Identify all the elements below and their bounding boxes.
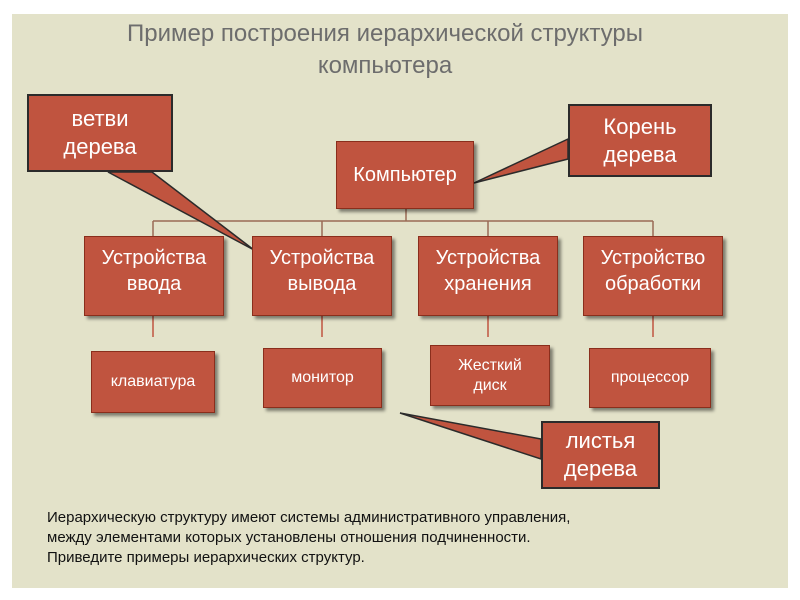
branch-node-input-line2: ввода	[126, 273, 182, 295]
leaf-node-hard-disk: Жесткий диск	[430, 345, 550, 406]
branch-node-output-line2: вывода	[287, 273, 357, 295]
callout-branches-pointer	[107, 171, 255, 251]
title-line-1: Пример построения иерархической структур…	[127, 20, 643, 47]
caption-line-3: Приведите примеры иерархических структур…	[47, 549, 365, 566]
caption-line-2: между элементами которых установлены отн…	[47, 529, 531, 546]
caption-line-1: Иерархическую структуру имеют системы ад…	[47, 509, 571, 526]
leaf-node-processor-label: процессор	[610, 369, 690, 386]
callout-leaves-pointer	[399, 412, 542, 461]
leaf-node-keyboard-label: клавиатура	[110, 373, 196, 390]
branch-node-processing-line1: Устройство	[600, 247, 706, 269]
slide-title: Пример построения иерархической структур…	[60, 18, 710, 82]
branch-node-storage-line2: хранения	[444, 273, 532, 295]
leaf-node-keyboard: клавиатура	[91, 351, 215, 413]
branch-node-output: Устройства вывода	[252, 236, 392, 316]
leaf-node-monitor-label: монитор	[291, 369, 354, 386]
root-node: Компьютер	[336, 141, 474, 209]
slide-caption: Иерархическую структуру имеют системы ад…	[47, 508, 767, 568]
title-line-2: компьютера	[317, 52, 453, 79]
branch-node-storage: Устройства хранения	[418, 236, 558, 316]
branch-node-input-line1: Устройства	[101, 247, 207, 269]
callout-branches: ветви дерева	[27, 94, 173, 172]
branch-node-processing: Устройство обработки	[583, 236, 723, 316]
leaf-node-processor: процессор	[589, 348, 711, 408]
branch-node-input: Устройства ввода	[84, 236, 224, 316]
leaf-node-monitor: монитор	[263, 348, 382, 408]
root-node-label: Компьютер	[353, 163, 457, 186]
leaf-node-hard-disk-label: Жесткий диск	[458, 356, 522, 394]
callout-root: Корень дерева	[568, 104, 712, 177]
branch-node-storage-line1: Устройства	[435, 247, 541, 269]
branch-node-output-line1: Устройства	[269, 247, 375, 269]
branch-node-processing-line2: обработки	[604, 273, 702, 295]
callout-leaves: листья дерева	[541, 421, 660, 489]
callout-root-pointer	[473, 137, 569, 184]
